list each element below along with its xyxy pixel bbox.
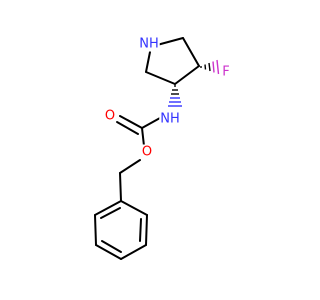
bond-ar4-ar5-inner	[101, 240, 122, 253]
atom-label-background	[159, 111, 181, 127]
bond-ar5-ar6	[94, 214, 97, 246]
atom-label-n2: NH	[160, 112, 180, 127]
atom-label-background	[221, 64, 231, 80]
bond-c6-o-carbonyl-2	[116, 121, 139, 135]
atom-label-n1: NH	[139, 37, 159, 52]
bond-c3-c4	[174, 65, 200, 85]
bond-ar1-ar2	[120, 200, 148, 216]
molecule-structure: NH F NH O O	[94, 36, 231, 260]
atom-label-background	[138, 36, 160, 52]
bond-ar4-ar5	[95, 244, 122, 260]
bond-c5-n1	[145, 51, 151, 73]
bond-c6-o-ester	[141, 127, 145, 147]
bond-ar6-ar1	[94, 200, 122, 216]
bond-n2-c6	[141, 117, 161, 129]
atom-label-background	[103, 108, 117, 124]
atom-label-o-ester: O	[142, 145, 152, 160]
wedge-bond-c3-f	[200, 59, 220, 75]
bond-ar2-ar3-inner	[139, 218, 142, 242]
bond-o-ester-c7	[119, 159, 141, 174]
atom-label-o-carbonyl: O	[105, 109, 115, 124]
bond-c7-ar1	[119, 172, 122, 202]
atom-label-background	[140, 144, 154, 160]
bond-n1-c2	[156, 37, 184, 46]
bond-ar2-ar3	[145, 214, 148, 246]
bond-ar3-ar4	[120, 244, 147, 260]
bond-c6-o-carbonyl-1	[119, 115, 143, 129]
atom-label-f: F	[222, 65, 229, 80]
bond-c2-c3	[182, 37, 200, 67]
bond-ar6-ar1-inner	[100, 207, 121, 219]
wedge-bond-c4-n2	[168, 85, 182, 107]
bond-c4-c5	[145, 71, 176, 85]
